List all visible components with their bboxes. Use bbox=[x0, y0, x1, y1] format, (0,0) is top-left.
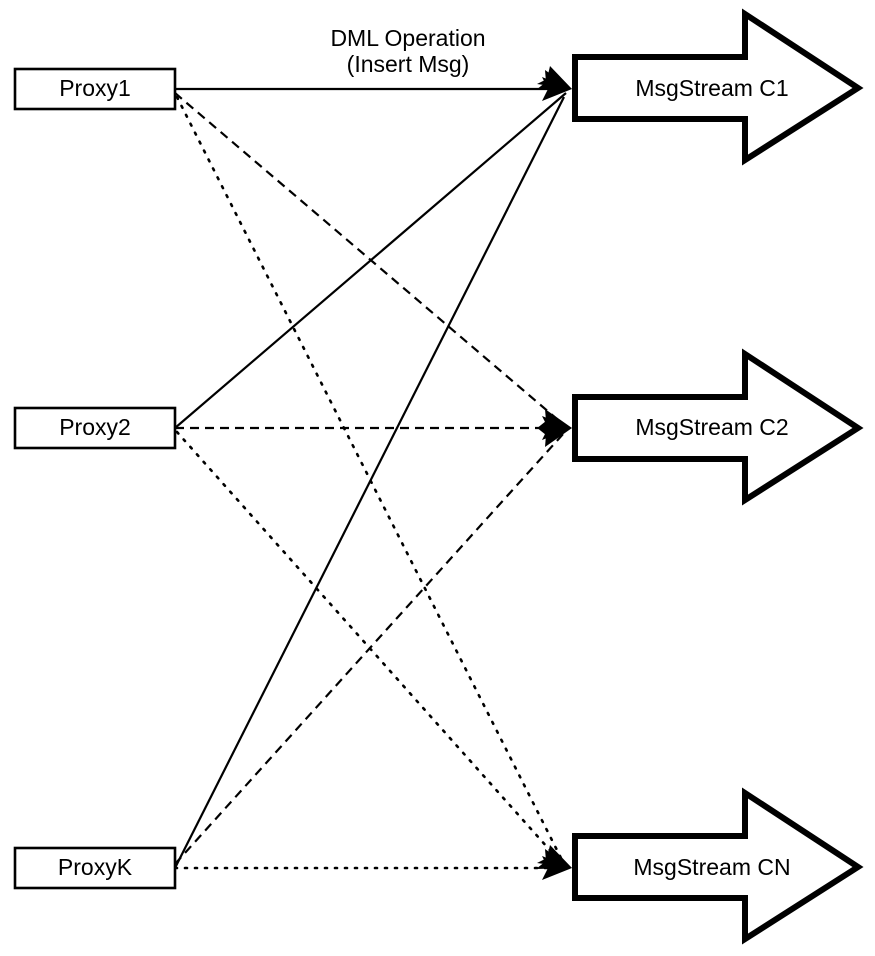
proxy2-box[interactable] bbox=[13, 406, 177, 450]
stream-cn-label: MsgStream CN bbox=[633, 854, 790, 880]
arrowhead-stream-c1-from-proxyk bbox=[537, 66, 572, 89]
proxy1-box[interactable] bbox=[13, 67, 177, 111]
node-stream-c1[interactable]: MsgStream C1 bbox=[572, 8, 864, 166]
link-proxy1-stream-cn[interactable] bbox=[175, 95, 566, 866]
edge-label-group: DML Operation (Insert Msg) bbox=[330, 25, 485, 77]
proxy-nodes-layer: Proxy1 Proxy2 ProxyK bbox=[13, 67, 177, 890]
proxyk-label: ProxyK bbox=[58, 854, 133, 880]
link-proxy2-stream-cn[interactable] bbox=[175, 430, 566, 868]
stream-cn-arrow-shape[interactable] bbox=[572, 787, 864, 945]
node-proxy1[interactable]: Proxy1 bbox=[13, 67, 177, 111]
stream-c2-label: MsgStream C2 bbox=[635, 414, 788, 440]
stream-c2-arrow-shape[interactable] bbox=[572, 348, 864, 506]
stream-c1-arrow-shape[interactable] bbox=[572, 8, 864, 166]
arrowhead-stream-c2-from-proxy1 bbox=[536, 409, 572, 429]
link-proxy1-stream-c2[interactable] bbox=[174, 92, 565, 426]
proxy2-label: Proxy2 bbox=[59, 414, 131, 440]
node-proxyk[interactable]: ProxyK bbox=[13, 846, 177, 890]
edge-label-line1: DML Operation bbox=[330, 25, 485, 51]
node-stream-cn[interactable]: MsgStream CN bbox=[572, 787, 864, 945]
stream-nodes-layer: MsgStream C1 MsgStream C2 MsgStream CN bbox=[572, 8, 864, 945]
edge-label-line2: (Insert Msg) bbox=[347, 51, 470, 77]
proxy1-label: Proxy1 bbox=[59, 75, 131, 101]
arrowhead-stream-cn-from-proxy1 bbox=[537, 845, 572, 868]
arrowhead-stream-c2-from-proxyk bbox=[536, 427, 572, 447]
node-proxy2[interactable]: Proxy2 bbox=[13, 406, 177, 450]
links-layer bbox=[173, 87, 568, 870]
node-stream-c2[interactable]: MsgStream C2 bbox=[572, 348, 864, 506]
proxyk-box[interactable] bbox=[13, 846, 177, 890]
arrowheads-layer bbox=[536, 66, 572, 880]
link-proxyk-stream-c1[interactable] bbox=[174, 96, 565, 869]
stream-c1-label: MsgStream C1 bbox=[635, 75, 788, 101]
